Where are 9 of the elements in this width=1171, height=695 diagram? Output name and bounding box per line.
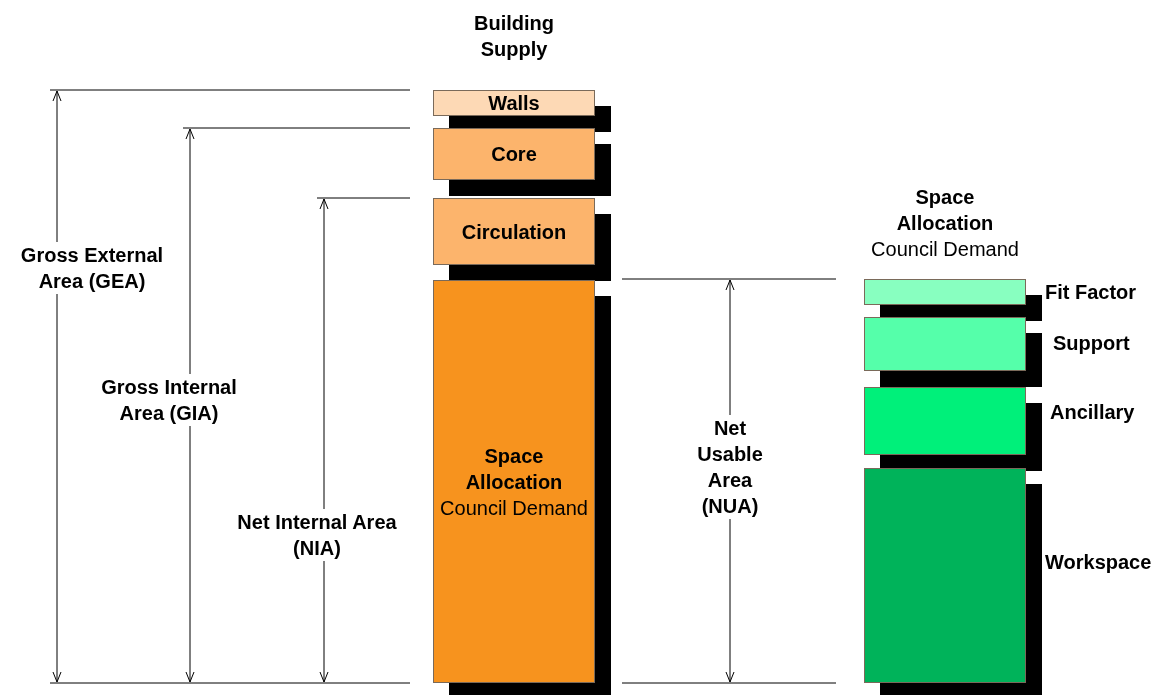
block-title: Space Allocation (464, 443, 564, 495)
block-subtitle: Council Demand (440, 495, 588, 521)
block-label: Support (1053, 332, 1130, 355)
block-label: Workspace (1045, 551, 1152, 574)
block-label: Ancillary (1050, 401, 1135, 424)
block-title: Circulation (461, 219, 567, 245)
block-label: Fit Factor (1045, 281, 1137, 304)
block-title: Walls (488, 91, 540, 116)
block-title: Core (491, 142, 537, 167)
